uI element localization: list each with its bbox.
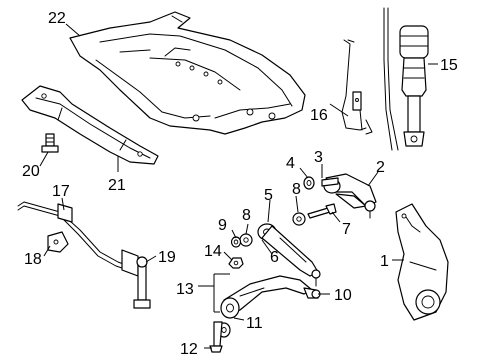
stabilizer-link [133,256,151,309]
steering-knuckle [395,203,449,321]
callout-18: 18 [24,251,42,268]
callout-15: 15 [440,57,458,74]
bolt [41,133,59,153]
callout-6: 6 [270,249,279,266]
callout-5: 5 [264,187,273,204]
callout-20: 22 [48,10,66,27]
callout-11: 11 [246,315,263,332]
callout-21: 20 [22,163,40,180]
bushing-upper-hole [296,216,302,222]
callout-19: 19 [158,249,176,266]
lower-bolt [209,321,223,353]
callout-13: 13 [176,281,194,298]
front-subframe [69,11,306,135]
bushing-pair [230,233,253,248]
bolt-and-bushing [303,176,339,190]
thrust-arm [257,223,321,287]
callout-12: 12 [180,341,198,358]
level-sensor [341,39,373,135]
callout-9: 9 [218,217,227,234]
callout-10: 10 [334,287,352,304]
callout-2: 2 [376,159,385,176]
lower-control-arm [217,275,321,338]
nut [228,257,244,269]
callout-labels: 22 21 20 16 15 2 3 4 8 7 5 6 8 9 14 13 1… [22,10,458,358]
callout-3: 3 [314,149,323,166]
callout-1: 1 [380,253,389,270]
callout-8-lower: 8 [242,207,251,224]
tie-bolt [307,203,337,219]
callout-7: 7 [342,221,351,238]
air-strut [383,7,429,151]
callout-4: 4 [286,155,295,172]
callout-16: 16 [310,107,328,124]
stabilizer-bar [17,201,139,277]
callout-17: 17 [52,183,70,200]
leader-lines [39,23,438,349]
callout-8-upper: 8 [292,181,301,198]
callout-14: 14 [204,243,222,260]
callout-22: 21 [108,177,126,194]
cross-brace [21,85,159,165]
